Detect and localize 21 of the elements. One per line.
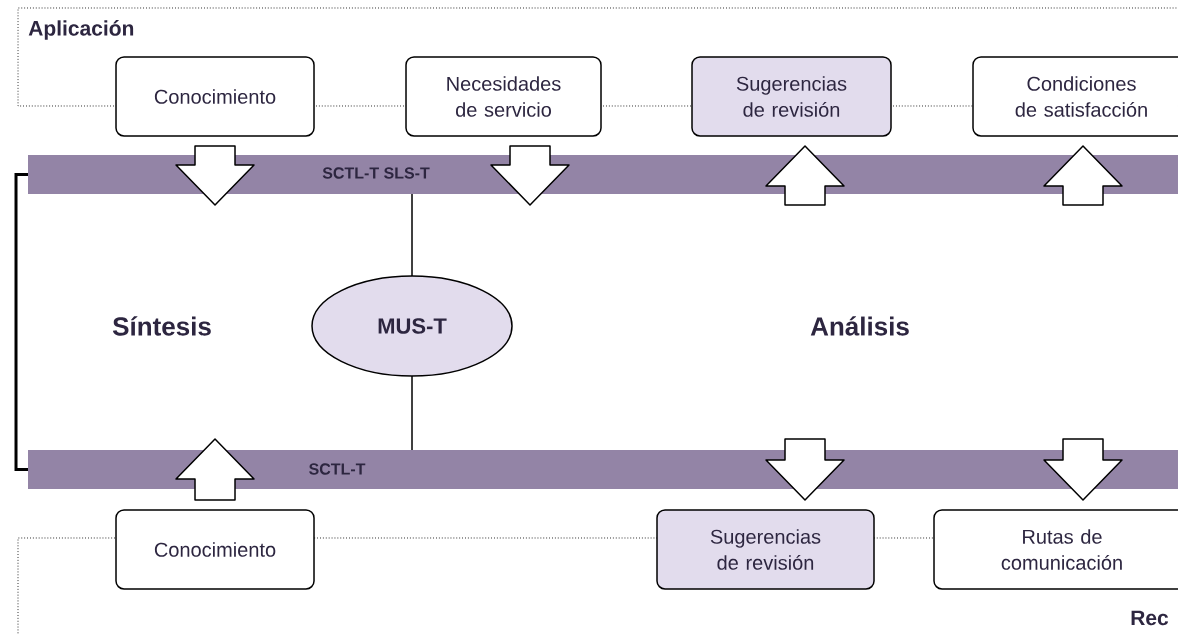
block-arrow — [175, 145, 255, 206]
block-arrow — [490, 145, 570, 206]
block-arrow — [1043, 145, 1123, 206]
band-label: SCTL-T — [309, 463, 366, 475]
rounded-box: Sugerencias de revisión — [691, 56, 892, 137]
connector-line — [411, 193, 413, 277]
block-arrow — [1043, 438, 1123, 501]
band-label: SCTL-T SLS-T — [322, 167, 430, 179]
section-label: Síntesis — [112, 316, 211, 336]
block-arrow — [765, 145, 845, 206]
rounded-box: Sugerencias de revisión — [656, 509, 875, 590]
block-arrow — [175, 438, 255, 501]
rounded-box: Conocimiento — [115, 56, 315, 137]
section-label: Análisis — [810, 316, 909, 336]
rounded-box: Conocimiento — [115, 509, 315, 590]
rounded-box: Condiciones de satisfacción — [972, 56, 1178, 137]
bracket-line — [14, 173, 28, 471]
rounded-box: Necesidades de servicio — [405, 56, 602, 137]
rounded-box: Rutas de comunicación — [933, 509, 1178, 590]
block-arrow — [765, 438, 845, 501]
connector-line — [411, 375, 413, 451]
